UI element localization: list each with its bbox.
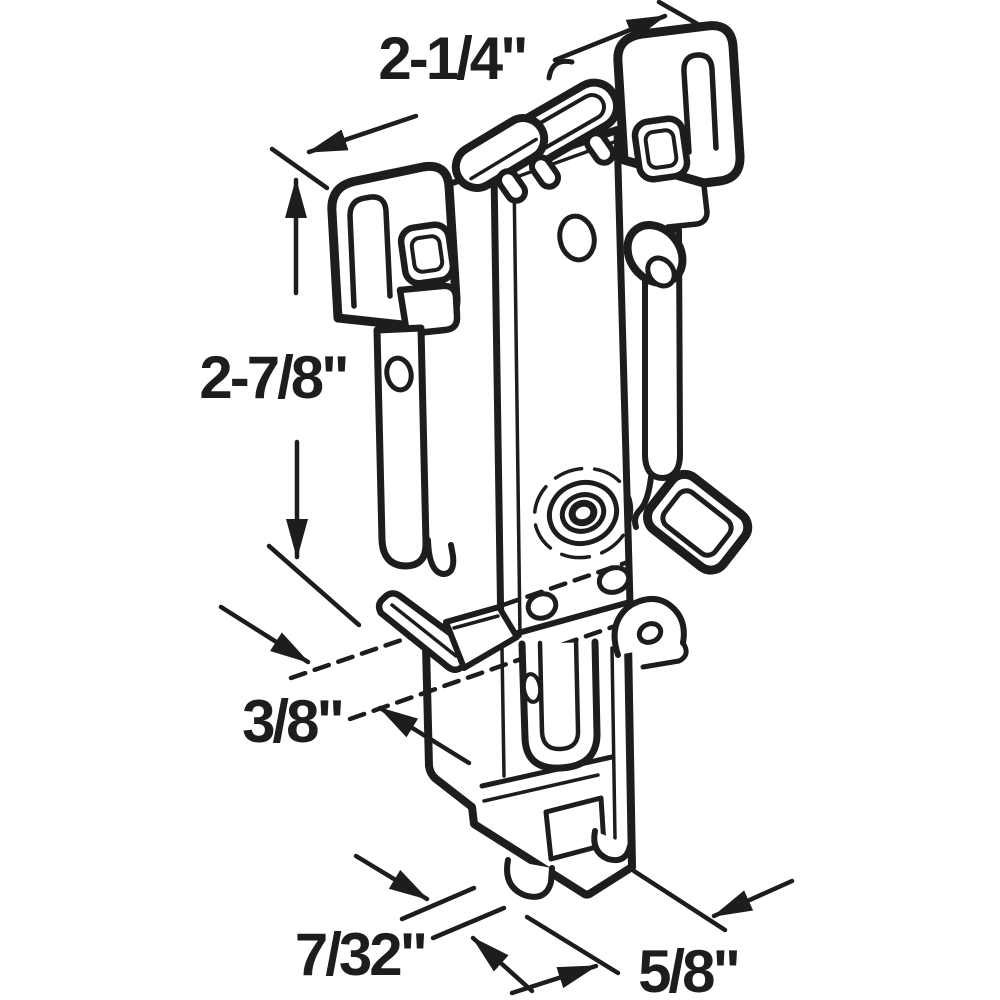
slot-oval bbox=[521, 672, 543, 704]
housing-outline bbox=[422, 636, 636, 899]
dim-track-offset-label: 3/8" bbox=[242, 688, 342, 755]
rear-hook-arc bbox=[546, 58, 575, 81]
tick-mark bbox=[430, 905, 507, 941]
dim-track-offset: 3/8" bbox=[218, 604, 472, 766]
housing-top-boundary bbox=[497, 599, 633, 641]
plate-right-edge bbox=[613, 126, 635, 644]
housing-ledge-line bbox=[479, 754, 615, 789]
dimension-arrow bbox=[218, 604, 311, 665]
dim-base-width-label: 5/8" bbox=[638, 938, 738, 1000]
left-hook-clip bbox=[327, 161, 497, 338]
left-hook-square-hole-inner bbox=[409, 234, 445, 274]
tick-mark bbox=[399, 885, 477, 922]
flange-lip-inner bbox=[452, 614, 500, 630]
right-hook-step bbox=[665, 183, 710, 230]
right-hook-square-hole bbox=[631, 115, 691, 183]
dim-foot-width-label: 7/32" bbox=[295, 921, 425, 988]
flange-lip bbox=[443, 604, 520, 671]
dimension-arrow bbox=[353, 853, 430, 902]
top-lug bbox=[583, 130, 617, 166]
part-drawing bbox=[288, 21, 753, 900]
left-strap-hole bbox=[384, 355, 414, 393]
right-hook-slot bbox=[681, 52, 719, 155]
right-hook-clip bbox=[613, 21, 745, 230]
strap-boss-hole bbox=[645, 255, 677, 289]
dim-base-width: 5/8" bbox=[509, 868, 795, 1000]
roller-inner-ring bbox=[559, 492, 607, 534]
dimension-arrow bbox=[509, 963, 599, 996]
mounting-plate bbox=[490, 126, 635, 644]
tick-mark bbox=[656, 0, 704, 29]
adjustment-tab-outline bbox=[643, 469, 753, 575]
left-strap bbox=[373, 324, 457, 577]
plate-left-edge bbox=[490, 168, 505, 642]
top-lug bbox=[495, 168, 529, 204]
top-tab-front-inner bbox=[469, 137, 538, 181]
dimension-annotations: 2-1/4" 2-7/8" 3/8" 7/32" bbox=[199, 0, 795, 1000]
right-strap-outline bbox=[642, 225, 683, 481]
latch-knob bbox=[636, 621, 664, 645]
roller-outer-ring bbox=[532, 466, 634, 560]
top-lug bbox=[528, 154, 562, 190]
left-strap-curl bbox=[425, 537, 457, 577]
hidden-extension-line bbox=[347, 614, 644, 722]
tick-mark bbox=[631, 868, 728, 933]
tick-mark bbox=[266, 543, 362, 628]
dim-overall-width: 2-1/4" bbox=[269, 0, 704, 191]
tick-mark bbox=[524, 914, 621, 976]
housing-ledge-line2 bbox=[482, 773, 600, 803]
latch-tail bbox=[640, 640, 689, 670]
tick-mark bbox=[269, 146, 330, 191]
rivet-hole bbox=[596, 565, 632, 595]
foot-notch-right bbox=[591, 828, 633, 864]
foot-notch-left bbox=[504, 857, 555, 900]
right-strap bbox=[623, 221, 687, 481]
adjustment-tab-inner bbox=[660, 488, 734, 558]
roller-mid-ring bbox=[546, 480, 620, 546]
dimension-arrow bbox=[552, 13, 668, 63]
dim-overall-height: 2-7/8" bbox=[199, 177, 362, 628]
lower-housing bbox=[422, 599, 636, 900]
housing-left-inner-line bbox=[500, 646, 506, 778]
roller-wheel bbox=[532, 466, 634, 560]
adjustment-tab bbox=[643, 469, 753, 575]
rivet-hole bbox=[525, 591, 559, 621]
dimension-arrow bbox=[306, 113, 419, 155]
plate-hole bbox=[557, 213, 597, 263]
u-slot-inner bbox=[537, 637, 581, 752]
dimension-arrow bbox=[470, 935, 535, 994]
dimension-arrow bbox=[377, 705, 472, 766]
housing-right-inner-line bbox=[610, 646, 617, 840]
kick-flange bbox=[375, 590, 520, 673]
flange-blade-inner bbox=[390, 603, 458, 658]
left-hook-step bbox=[396, 282, 461, 338]
dim-overall-height-label: 2-7/8" bbox=[199, 344, 346, 411]
right-hook-square-hole-inner bbox=[643, 128, 679, 170]
dim-foot-width: 7/32" bbox=[295, 853, 535, 994]
roller-hub bbox=[568, 499, 598, 527]
dim-overall-width-label: 2-1/4" bbox=[378, 25, 525, 92]
tab-connector bbox=[632, 474, 654, 530]
plate-left-inner-edge bbox=[512, 172, 522, 638]
left-hook-slot bbox=[347, 194, 393, 309]
latch-clip bbox=[611, 596, 689, 670]
left-hook-square-hole bbox=[397, 221, 457, 287]
top-tabs bbox=[451, 58, 622, 204]
dimension-arrow bbox=[711, 878, 795, 919]
